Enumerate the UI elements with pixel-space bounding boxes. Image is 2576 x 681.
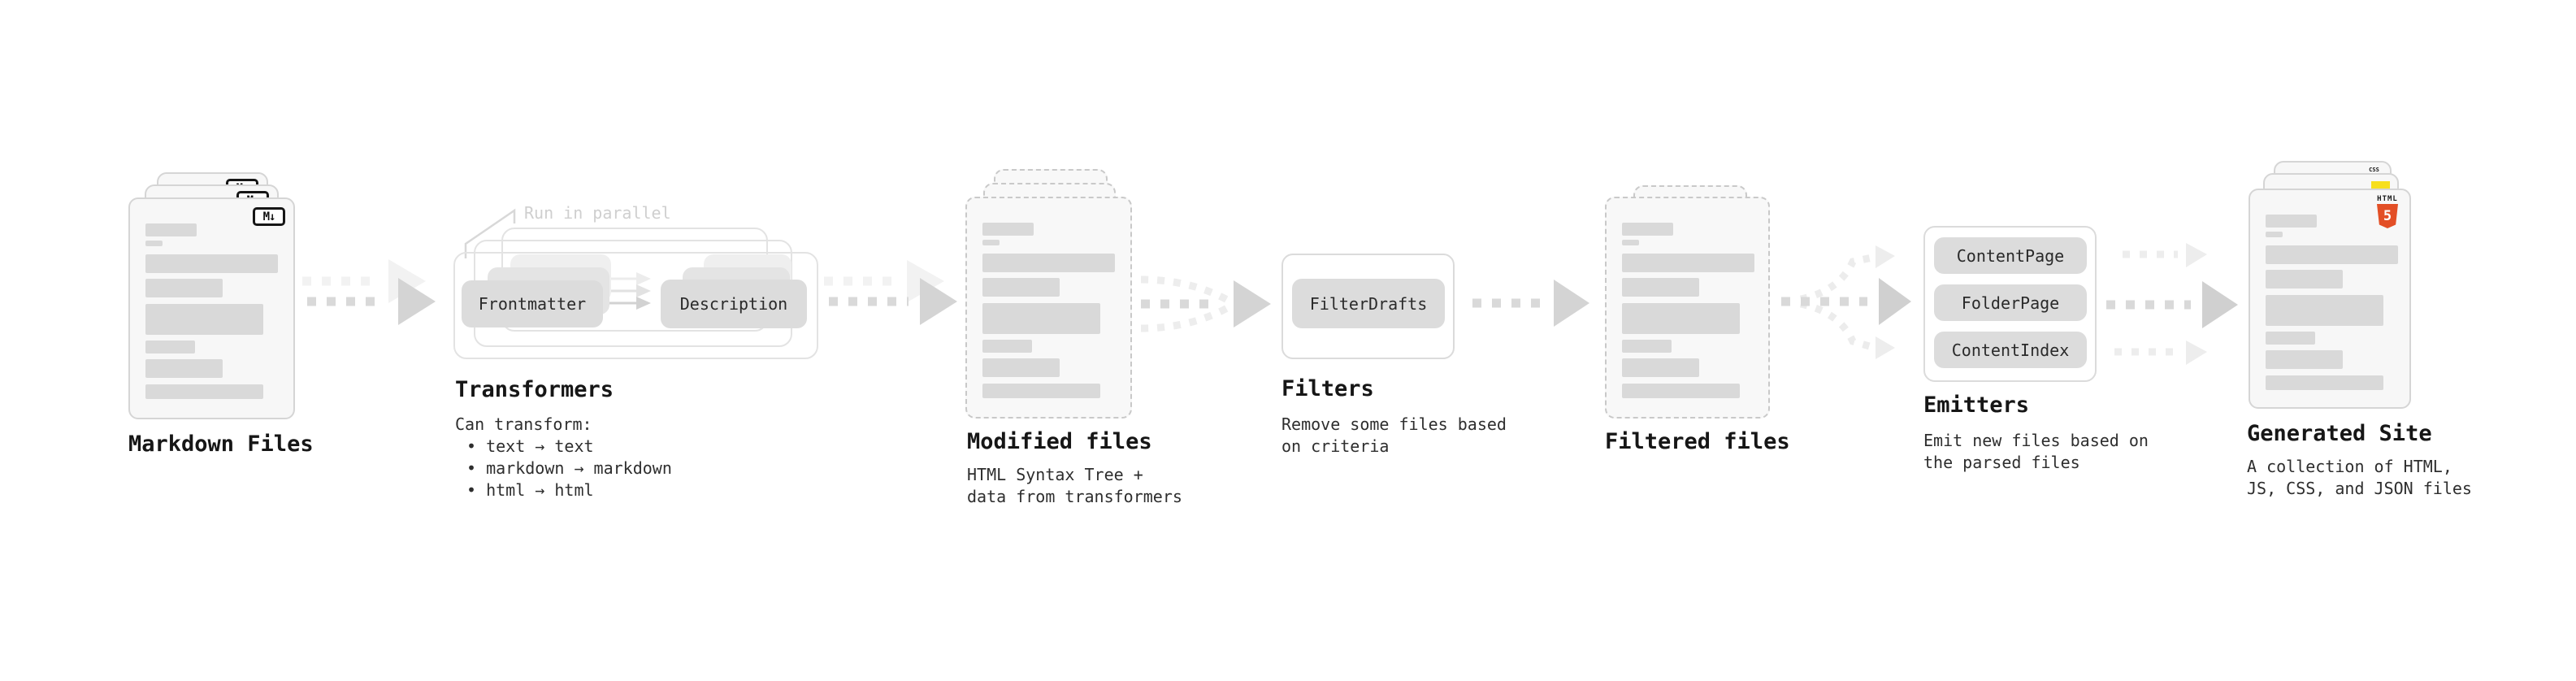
arrow-modified-to-filters xyxy=(1140,275,1271,332)
arrow-filters-to-filtered xyxy=(1472,280,1589,327)
transformer-chip-arrows xyxy=(609,272,651,310)
doc-skeleton-bar xyxy=(1622,358,1699,377)
doc-skeleton-bar xyxy=(145,241,163,246)
stage-label-generated-site: Generated Site xyxy=(2247,421,2432,446)
stage-label-markdown-files: Markdown Files xyxy=(128,432,314,457)
run-in-parallel-leader-line xyxy=(464,208,516,258)
emitter-chip-folderpage: FolderPage xyxy=(1934,284,2087,321)
transformers-bullet: • markdown → markdown xyxy=(466,458,672,478)
doc-skeleton-bar xyxy=(982,358,1060,377)
stage-label-modified-files: Modified files xyxy=(967,429,1152,454)
doc-skeleton-bar xyxy=(145,279,223,297)
transformer-chip-description: Description xyxy=(661,280,807,328)
markdown-file-card-front: M↓ xyxy=(128,197,295,419)
doc-skeleton-bar xyxy=(982,278,1060,297)
arrow-markdown-to-transformers xyxy=(302,259,436,325)
doc-skeleton-bar xyxy=(2266,232,2283,237)
doc-skeleton-bar xyxy=(145,340,195,354)
doc-skeleton-bar xyxy=(145,304,263,335)
filtered-file-card-front xyxy=(1605,197,1770,419)
doc-skeleton-bar xyxy=(1622,223,1673,236)
doc-skeleton-bar xyxy=(2266,332,2315,345)
doc-skeleton-bar xyxy=(145,384,263,399)
doc-skeleton-bar xyxy=(982,340,1032,353)
emitter-chip-contentpage: ContentPage xyxy=(1934,237,2087,274)
transformers-bullet: • html → html xyxy=(466,480,594,500)
arrow-transformers-to-modified xyxy=(824,260,957,325)
doc-skeleton-bar xyxy=(2266,245,2398,264)
run-in-parallel-annotation: Run in parallel xyxy=(524,203,671,223)
modified-files-description: HTML Syntax Tree + data from transformer… xyxy=(967,465,1182,506)
doc-skeleton-bar xyxy=(2266,375,2383,390)
transformers-bullet: • text → text xyxy=(466,436,594,456)
stage-label-filters: Filters xyxy=(1281,376,1374,401)
doc-skeleton-bar xyxy=(982,254,1115,272)
transformer-chip-frontmatter: Frontmatter xyxy=(462,280,603,327)
doc-skeleton-bar xyxy=(145,223,197,236)
stage-label-filtered-files: Filtered files xyxy=(1605,429,1790,454)
html5-icon: HTML 5 xyxy=(2374,195,2401,228)
markdown-icon: M↓ xyxy=(253,207,285,226)
doc-skeleton-bar xyxy=(2266,295,2383,326)
arrow-emitters-to-generated xyxy=(2106,243,2238,365)
doc-skeleton-bar xyxy=(2266,350,2343,369)
doc-skeleton-bar xyxy=(145,254,278,273)
filters-description: Remove some files based on criteria xyxy=(1281,414,1507,456)
doc-skeleton-bar xyxy=(1622,254,1754,272)
doc-skeleton-bar xyxy=(1622,278,1699,297)
generated-site-description: A collection of HTML, JS, CSS, and JSON … xyxy=(2247,457,2472,498)
filter-chip-filterdrafts: FilterDrafts xyxy=(1292,279,1445,328)
doc-skeleton-bar xyxy=(982,303,1100,334)
doc-skeleton-bar xyxy=(982,240,1000,245)
doc-skeleton-bar xyxy=(1622,340,1672,353)
arrow-filtered-to-emitters xyxy=(1781,245,1911,359)
generated-file-card-html: HTML 5 xyxy=(2249,189,2411,409)
doc-skeleton-bar xyxy=(2266,215,2317,228)
doc-skeleton-bar xyxy=(982,223,1034,236)
doc-skeleton-bar xyxy=(1622,303,1740,334)
stage-label-emitters: Emitters xyxy=(1923,393,2030,418)
doc-skeleton-bar xyxy=(1622,240,1639,245)
emitters-description: Emit new files based on the parsed files xyxy=(1923,431,2149,472)
doc-skeleton-bar xyxy=(145,359,223,378)
doc-skeleton-bar xyxy=(2266,270,2343,288)
doc-skeleton-bar xyxy=(1622,384,1740,398)
stage-label-transformers: Transformers xyxy=(455,377,614,402)
doc-skeleton-bar xyxy=(982,384,1100,398)
transformers-intro: Can transform: xyxy=(455,414,592,434)
modified-file-card-front xyxy=(965,197,1132,419)
emitter-chip-contentindex: ContentIndex xyxy=(1934,332,2087,368)
transformer-frame-front xyxy=(453,252,818,359)
